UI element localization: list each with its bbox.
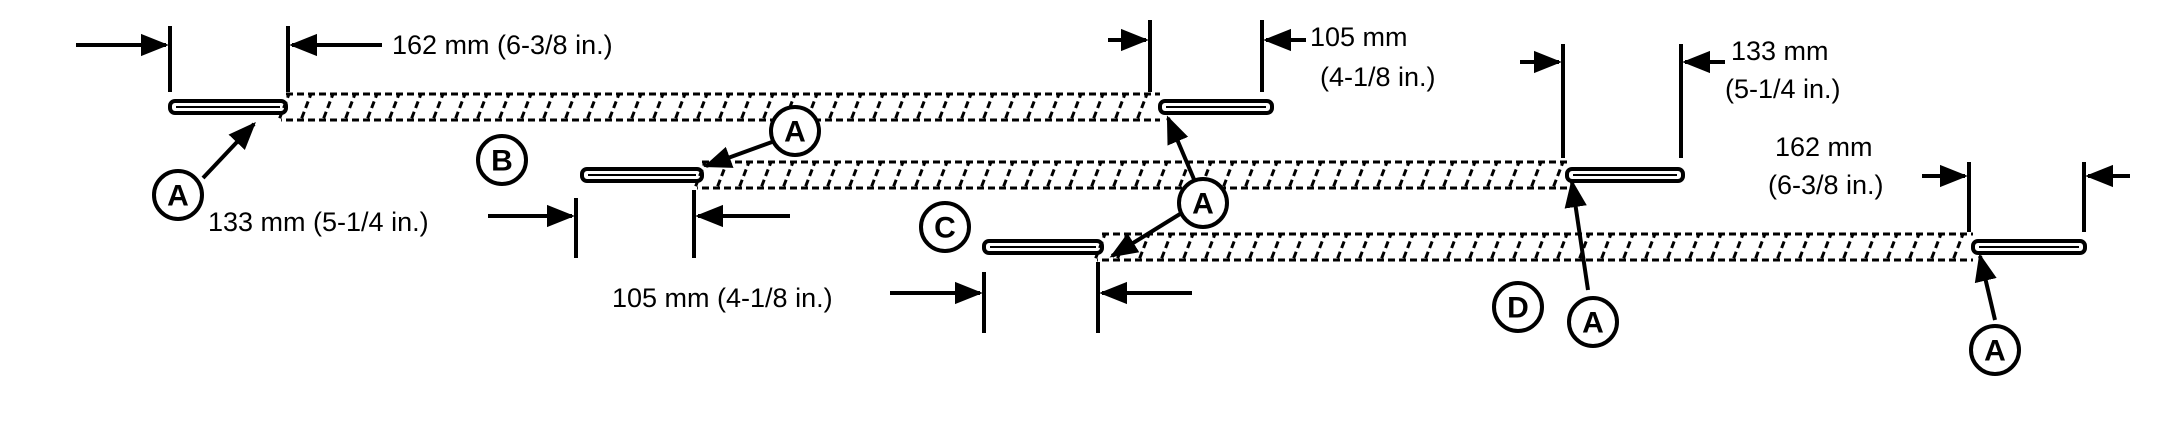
dimension-label: 105 mm	[1310, 22, 1408, 52]
callout-letter: D	[1507, 292, 1529, 325]
dimension-label: 133 mm (5-1/4 in.)	[208, 207, 429, 237]
leader-line	[201, 121, 256, 180]
callout-c: C	[919, 201, 971, 253]
spring-d	[982, 232, 2087, 262]
callout-letter: A	[784, 116, 806, 149]
callout-a: A	[769, 105, 821, 157]
spring-b	[168, 92, 1274, 122]
leader-line	[1974, 253, 1997, 321]
leader-line	[703, 140, 773, 168]
callout-letter: A	[1192, 188, 1214, 221]
leader-line	[1109, 212, 1182, 258]
callout-a: A	[1567, 296, 1619, 348]
dimension-label: (4-1/8 in.)	[1320, 62, 1436, 92]
spring-c	[580, 160, 1685, 190]
spring-d-coil	[1092, 232, 1973, 262]
spring-b-coil	[276, 92, 1160, 122]
callout-d: D	[1492, 281, 1544, 333]
dimension-label: (6-3/8 in.)	[1768, 170, 1884, 200]
callout-b: B	[476, 134, 528, 186]
dimension-label: 105 mm (4-1/8 in.)	[612, 283, 833, 313]
leader-line	[1564, 179, 1590, 291]
callout-letter: A	[167, 180, 189, 213]
spring-c-coil	[692, 160, 1567, 190]
callout-letter: C	[934, 212, 956, 245]
dimension-label: 133 mm	[1731, 36, 1829, 66]
callout-letter: B	[491, 145, 513, 178]
dimension-label: 162 mm (6-3/8 in.)	[392, 30, 613, 60]
callout-letter: A	[1582, 307, 1604, 340]
callout-a: A	[152, 169, 204, 221]
callout-a: A	[1177, 177, 1229, 229]
leader-line	[1166, 115, 1198, 185]
callout-letter: A	[1984, 335, 2006, 368]
callout-a: A	[1969, 324, 2021, 376]
dimension-label: (5-1/4 in.)	[1725, 74, 1841, 104]
dimension-label: 162 mm	[1775, 132, 1873, 162]
extension-lines	[168, 20, 2086, 333]
